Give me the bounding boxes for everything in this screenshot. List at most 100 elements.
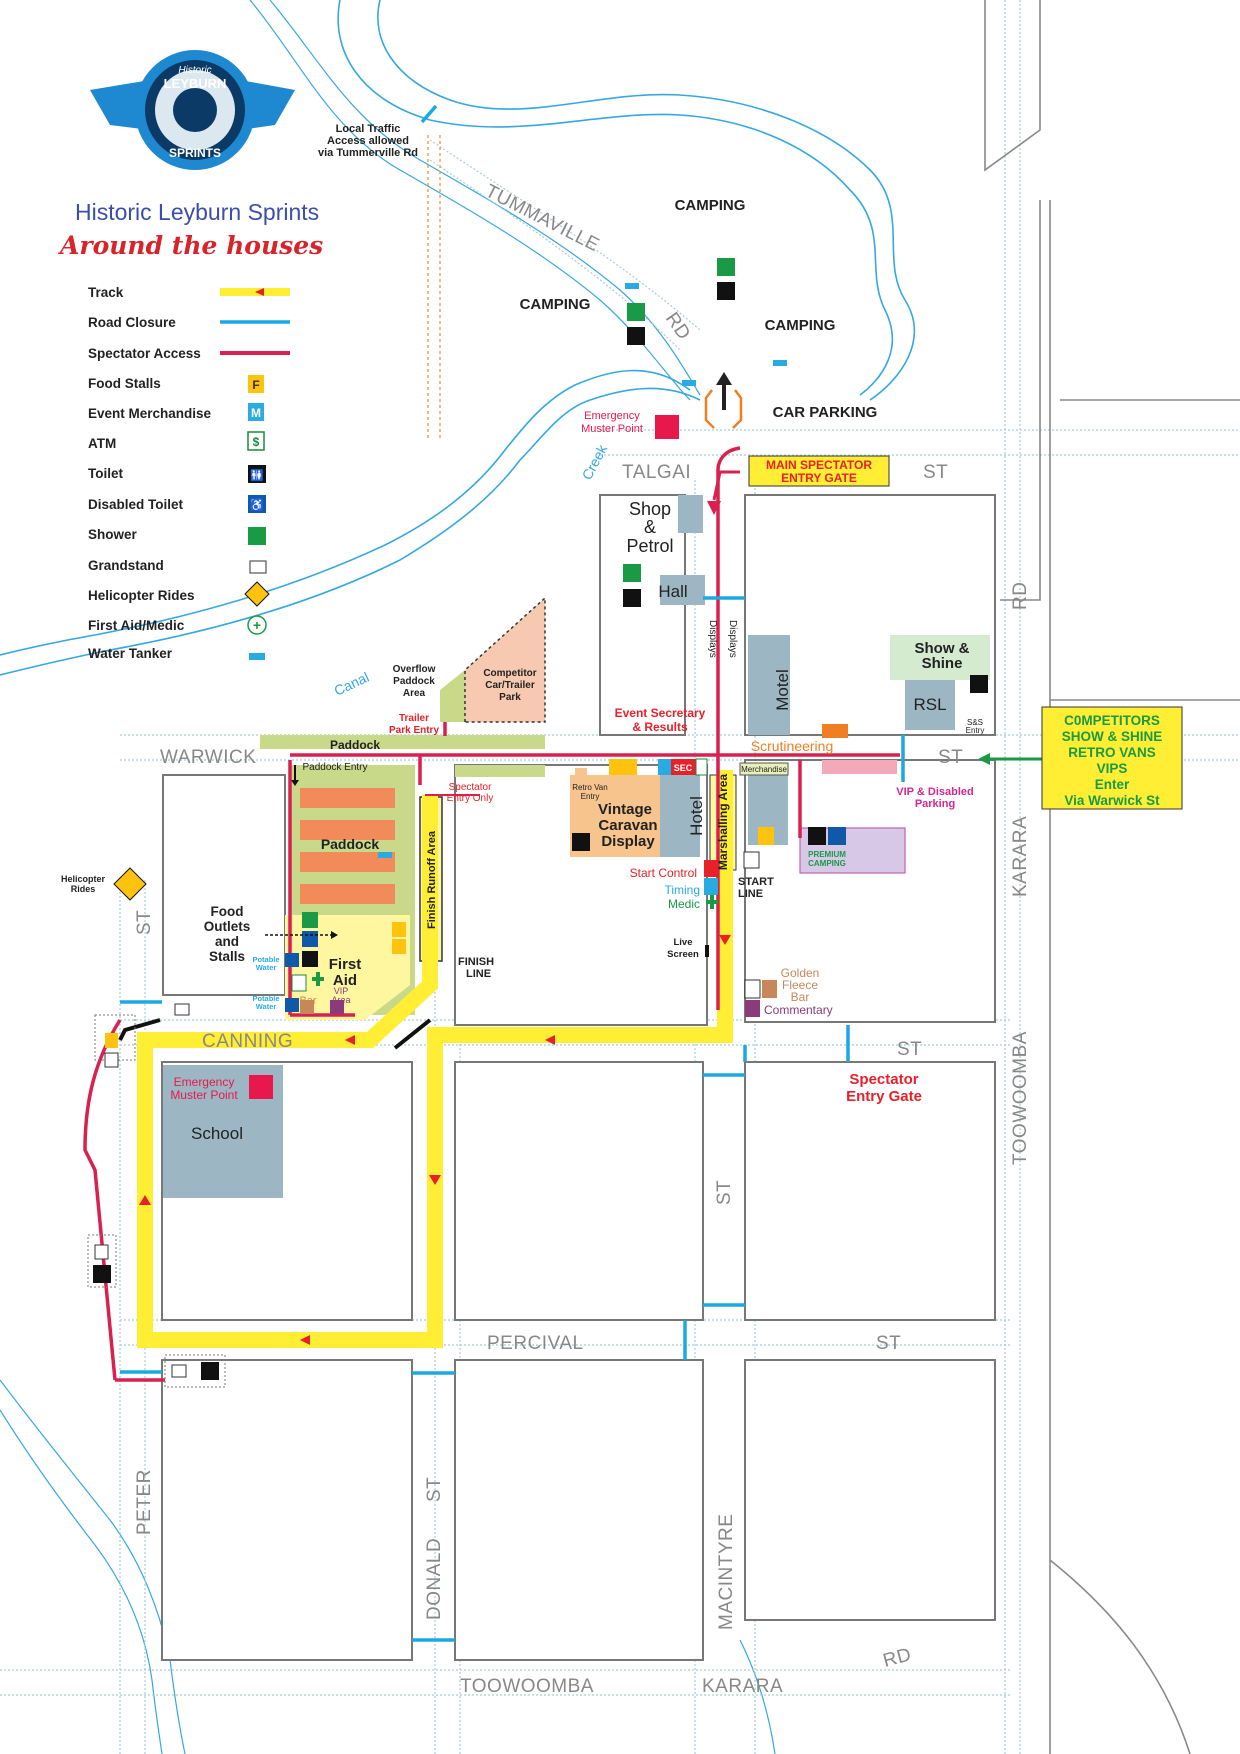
scrutineering-marker bbox=[822, 724, 848, 738]
street-st-peter: ST bbox=[134, 910, 155, 935]
legend-item-water-tanker: Water Tanker bbox=[88, 646, 173, 661]
water-tanker-icon bbox=[249, 653, 265, 660]
first-aid-label-2: Aid bbox=[333, 972, 357, 989]
retro-van-label-1: Retro Van bbox=[572, 783, 607, 792]
competitors-label-1: C0MPETITORS bbox=[1064, 713, 1160, 728]
helicopter-icon bbox=[244, 581, 270, 607]
street-st-canning: ST bbox=[897, 1039, 922, 1060]
canal-label: Canal bbox=[332, 669, 372, 699]
grandstand-bottom bbox=[171, 1364, 187, 1378]
shower-icon-paddock bbox=[302, 912, 318, 928]
sec-box bbox=[671, 759, 696, 775]
street-macintyre: MACINTYRE bbox=[716, 1514, 737, 1630]
overflow-label-2: Paddock bbox=[393, 676, 435, 687]
legend-glyph-toilet: 🚻 bbox=[250, 469, 264, 482]
legend-glyph-food: F bbox=[252, 378, 259, 392]
street-peter: PETER bbox=[134, 1469, 155, 1535]
food-stall-icon-warwick bbox=[609, 759, 637, 775]
toilet-icon-rsl bbox=[970, 675, 988, 693]
legend-item-helicopter: Helicopter Rides bbox=[88, 588, 195, 603]
street-karara-v: KARARA bbox=[1010, 816, 1031, 897]
black-barrier-2 bbox=[393, 1018, 432, 1050]
legend-item-track: Track bbox=[88, 285, 124, 300]
street-rd-v: RD bbox=[1010, 582, 1031, 610]
helicopter-icon-map bbox=[113, 867, 147, 901]
main-gate-label-1: MAIN SPECTATOR bbox=[766, 458, 872, 472]
ss-entry-label-1: S&S bbox=[967, 718, 983, 727]
grandstand-start bbox=[743, 851, 760, 869]
legend-glyph-disabled: ♿ bbox=[250, 498, 265, 512]
atm-icon-paddock bbox=[291, 974, 307, 992]
show-shine-area bbox=[890, 635, 990, 680]
start-control-box bbox=[704, 860, 718, 877]
paddock-top-label: Paddock bbox=[330, 738, 380, 752]
legend-item-first-aid: First Aid/Medic bbox=[88, 618, 185, 633]
muster-point-top bbox=[655, 415, 679, 439]
golden-fleece-box bbox=[762, 980, 777, 998]
shop-label-3: Petrol bbox=[626, 536, 673, 556]
event-secretary-label-1: Event Secretary bbox=[615, 706, 706, 720]
live-screen-label-1: Live bbox=[673, 937, 692, 948]
toilet-icon-paddock bbox=[302, 951, 318, 967]
legend-glyph-atm: $ bbox=[253, 435, 260, 449]
vip-area-label-2: Area bbox=[331, 995, 350, 1005]
ss-entry-label-2: Entry bbox=[966, 726, 985, 735]
displays-label-1: Displays bbox=[707, 620, 718, 658]
trailer-entry-label-1: Trailer bbox=[399, 713, 429, 724]
potable-water-label-1: Potable bbox=[252, 955, 279, 964]
commentary-box bbox=[745, 1000, 760, 1017]
creek-lines bbox=[0, 0, 916, 1754]
disabled-toilet-icon-premium bbox=[828, 827, 846, 845]
competitor-park-label-1: Competitor bbox=[483, 668, 536, 679]
grandstand-canning-1 bbox=[174, 1003, 190, 1016]
map-title: Historic Leyburn Sprints bbox=[75, 199, 319, 225]
show-shine-label-2: Shine bbox=[922, 655, 963, 672]
potable-water-label-4: Water bbox=[256, 1002, 277, 1011]
paddock-strip-3 bbox=[455, 765, 545, 777]
competitors-label-2: SHOW & SHINE bbox=[1062, 729, 1163, 744]
food-stall-icon-paddock-1 bbox=[392, 922, 406, 937]
overflow-label-3: Area bbox=[403, 688, 426, 699]
grandstand-left bbox=[104, 1052, 119, 1068]
finish-runoff-label: Finish Runoff Area bbox=[426, 830, 438, 929]
start-line-label-2: LINE bbox=[738, 888, 763, 900]
disabled-toilet-icon bbox=[248, 495, 266, 513]
main-gate-arrowhead bbox=[707, 501, 721, 515]
merchandise-icon bbox=[248, 403, 264, 421]
grandstand-mid bbox=[94, 1244, 109, 1260]
street-talgai: TALGAI bbox=[622, 462, 691, 483]
food-outlets-label-4: Stalls bbox=[209, 949, 245, 964]
amenity-box-bottom bbox=[164, 1354, 226, 1388]
competitor-park bbox=[464, 596, 546, 723]
legend-track-arrow bbox=[255, 288, 264, 296]
first-aid-icon bbox=[247, 615, 267, 635]
camping-label-2: CAMPING bbox=[520, 296, 591, 313]
amenity-box-mid bbox=[87, 1234, 117, 1288]
street-karara-h: KARARA bbox=[702, 1676, 783, 1697]
toilet-icon-camp2 bbox=[627, 327, 645, 345]
displays-label-2: Displays bbox=[727, 620, 738, 658]
creek-label: Creek bbox=[579, 441, 611, 482]
grandstand-golden bbox=[744, 979, 761, 999]
retro-van-label-2: Entry bbox=[581, 792, 600, 801]
shower-icon bbox=[248, 527, 266, 545]
paddock-entry-arrowhead bbox=[291, 780, 299, 786]
legend-item-food-stalls: Food Stalls bbox=[88, 376, 161, 391]
medic-icon bbox=[706, 895, 718, 909]
overflow-paddock bbox=[440, 670, 465, 722]
water-tanker-icon-3 bbox=[773, 360, 787, 366]
legend-item-shower: Shower bbox=[88, 527, 138, 542]
finish-line-label-2: LINE bbox=[466, 968, 491, 980]
street-toowoomba-v: TOOWOOMBA bbox=[1010, 1031, 1031, 1165]
gate-bracket-left bbox=[704, 389, 715, 429]
legend-item-road-closure: Road Closure bbox=[88, 315, 176, 330]
spectator-entry-only-1: Spectator bbox=[449, 782, 492, 793]
water-icon-2 bbox=[285, 998, 299, 1012]
hall-label: Hall bbox=[658, 582, 687, 601]
logo-sub: SPRINTS bbox=[169, 146, 221, 160]
food-stall-icon bbox=[248, 375, 264, 393]
legend-glyph-first-aid: + bbox=[253, 617, 261, 633]
legend-item-merchandise: Event Merchandise bbox=[88, 406, 212, 421]
sec-label: SEC bbox=[674, 763, 693, 773]
